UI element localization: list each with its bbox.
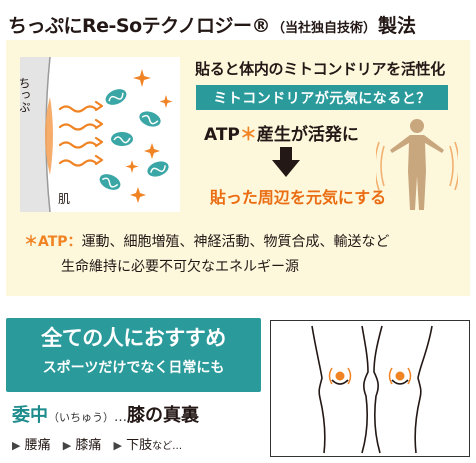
symptom-label: 下肢 bbox=[126, 438, 153, 453]
recommend-subtitle: スポーツだけでなく日常にも bbox=[42, 360, 225, 376]
acupoint-name: 委中 bbox=[12, 405, 48, 426]
chip-glow bbox=[45, 97, 53, 175]
symptom-label: 膝痛 bbox=[75, 438, 102, 453]
wave-arrows bbox=[58, 100, 104, 167]
body-figure bbox=[390, 119, 444, 210]
symptom-etc: など… bbox=[152, 441, 183, 452]
acupoint-dots: … bbox=[114, 410, 127, 425]
legs-frame bbox=[270, 320, 470, 457]
glowing-body-icon bbox=[376, 119, 458, 210]
mitochondria-icons bbox=[99, 89, 169, 190]
label-chippu: ちっぷ bbox=[20, 77, 31, 113]
label-skin: 肌 bbox=[58, 192, 70, 206]
question-banner: ミトコンドリアが元気になると？ bbox=[196, 85, 448, 110]
title-main: ちっぷにRe-Soテクノロジー® bbox=[8, 15, 271, 37]
title-sub: （当社独自技術） bbox=[272, 21, 377, 36]
symptom-item: ▶ 下肢など… bbox=[114, 438, 183, 453]
triangle-marker-icon: ▶ bbox=[62, 439, 72, 452]
body-glow bbox=[376, 141, 458, 191]
recommend-title: 全ての人におすすめ bbox=[41, 326, 226, 350]
acupoint-dot-left bbox=[335, 371, 345, 381]
atp-asterisk: ＊ bbox=[239, 125, 257, 145]
acupoint-reading: （いちゅう） bbox=[48, 411, 114, 424]
symptom-item: ▶ 腰痛 bbox=[12, 438, 51, 453]
leg-outlines bbox=[311, 325, 433, 454]
result-text: 貼った周辺を元気にする bbox=[209, 188, 387, 207]
symptom-item: ▶ 膝痛 bbox=[63, 438, 102, 453]
sparkle-icons bbox=[125, 69, 173, 203]
mitochondria-illustration: ちっぷ 肌 bbox=[20, 57, 180, 212]
activation-text: 貼ると体内のミトコンドリアを活性化 bbox=[195, 60, 445, 78]
triangle-marker-icon: ▶ bbox=[12, 439, 21, 452]
arrow-down-icon bbox=[272, 147, 300, 177]
kneepit-markers bbox=[328, 367, 412, 385]
acupoint-line: 委中（いちゅう）…膝の真裏 bbox=[12, 401, 199, 427]
atp-prefix: ATP bbox=[204, 125, 240, 145]
atp-line: ATP＊産生が活発に bbox=[204, 120, 359, 145]
acupoint-dot-right bbox=[395, 371, 405, 381]
title-tail: 製法 bbox=[378, 15, 417, 37]
legs-back-illustration bbox=[270, 320, 470, 457]
triangle-marker-icon: ▶ bbox=[113, 439, 122, 452]
symptom-list: ▶ 腰痛 ▶ 膝痛 ▶ 下肢など… bbox=[12, 434, 190, 453]
atp-suffix: 産生が活発に bbox=[256, 125, 359, 145]
acupoint-location: 膝の真裏 bbox=[127, 405, 199, 426]
atp-note-label: ＊ATP： bbox=[24, 234, 82, 250]
page-title: ちっぷにRe-Soテクノロジー® （当社独自技術） 製法 bbox=[8, 2, 468, 38]
symptom-label: 腰痛 bbox=[24, 438, 51, 453]
patch-layer bbox=[20, 57, 50, 212]
atp-note-line1: ＊ATP：運動、細胞増殖、神経活動、物質合成、輸送など bbox=[24, 231, 390, 251]
recommend-box bbox=[6, 318, 261, 392]
atp-note-text1: 運動、細胞増殖、神経活動、物質合成、輸送など bbox=[81, 234, 390, 250]
atp-note-line2: 生命維持に必要不可欠なエネルギー源 bbox=[61, 259, 299, 275]
